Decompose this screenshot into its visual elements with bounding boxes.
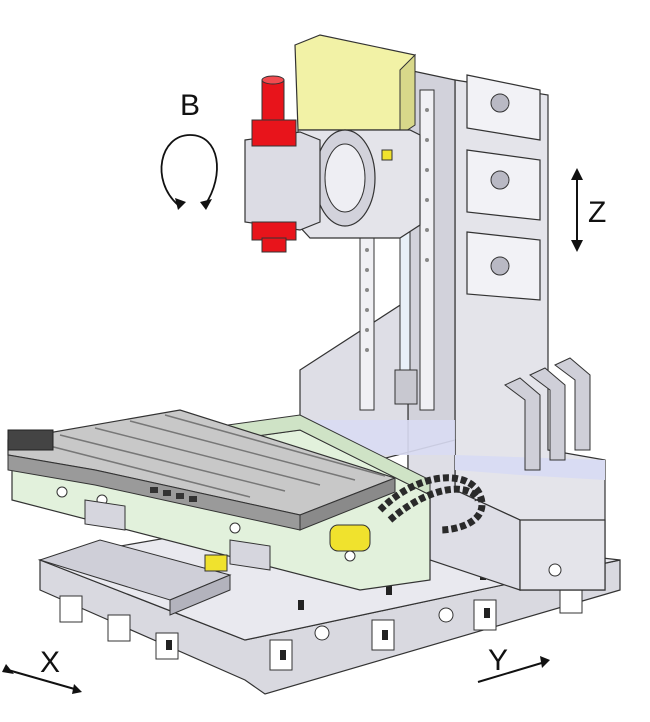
x-axis-label: X (40, 646, 60, 679)
column (299, 69, 606, 591)
x-axis-indicator: X (2, 646, 82, 694)
y-axis-indicator: Y (477, 644, 550, 683)
z-axis-indicator: Z (571, 168, 606, 252)
y-axis-label: Y (488, 644, 508, 677)
work-table (7, 409, 397, 531)
b-axis-indicator: B (160, 89, 218, 210)
spindle (244, 75, 321, 253)
cable-chain (377, 474, 486, 534)
rotary-head-b-axis (297, 129, 421, 239)
b-axis-label: B (180, 89, 200, 122)
z-axis-label: Z (588, 196, 606, 229)
spindle-motor-block (294, 34, 416, 136)
